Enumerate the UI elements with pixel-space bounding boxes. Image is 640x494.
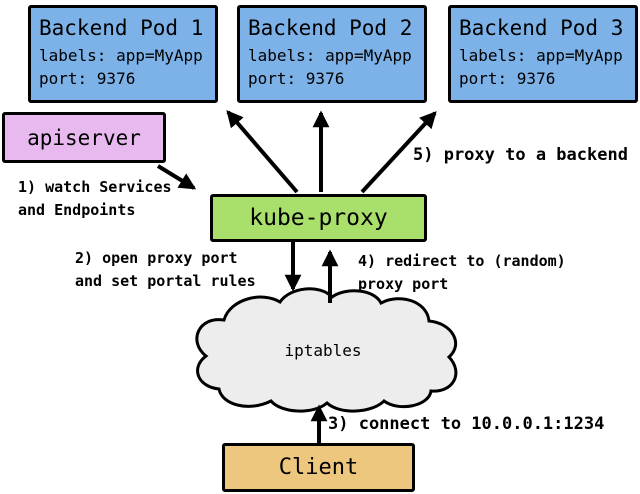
client-box: Client [222, 443, 415, 492]
apiserver-label: apiserver [27, 125, 141, 150]
pod-labels: labels: app=MyApp [459, 46, 623, 65]
pod-labels: labels: app=MyApp [39, 46, 203, 65]
step4-redirect-label: 4) redirect to (random) proxy port [358, 252, 566, 293]
client-label: Client [278, 455, 359, 480]
iptables-cloud-shape [195, 287, 458, 413]
arrow-kubeproxy-to-pod1 [226, 110, 299, 194]
pod-port: port: 9376 [459, 69, 556, 88]
arrow-apiserver-to-kubeproxy [156, 164, 197, 190]
backend-pod-1: Backend Pod 1 labels: app=MyApp port: 93… [28, 5, 218, 103]
pod-port: port: 9376 [39, 69, 136, 88]
step5-proxy-backend-label: 5) proxy to a backend [413, 145, 628, 165]
kube-proxy-label: kube-proxy [249, 205, 388, 231]
backend-pod-2: Backend Pod 2 labels: app=MyApp port: 93… [237, 5, 427, 103]
pod-title: Backend Pod 1 [39, 16, 204, 40]
pod-title: Backend Pod 3 [459, 16, 624, 40]
pod-port: port: 9376 [248, 69, 345, 88]
arrow-kubeproxy-to-pod3 [360, 111, 437, 194]
kube-proxy-box: kube-proxy [210, 194, 427, 242]
step3-connect-label: 3) connect to 10.0.0.1:1234 [328, 414, 605, 434]
iptables-label: iptables [284, 341, 362, 360]
pod-labels: labels: app=MyApp [248, 46, 412, 65]
apiserver-box: apiserver [2, 112, 166, 163]
step2-open-proxy-port-label: 2) open proxy port and set portal rules [75, 249, 256, 290]
backend-pod-3: Backend Pod 3 labels: app=MyApp port: 93… [448, 5, 638, 103]
step1-watch-services-label: 1) watch Services and Endpoints [18, 178, 172, 219]
pod-title: Backend Pod 2 [248, 16, 413, 40]
